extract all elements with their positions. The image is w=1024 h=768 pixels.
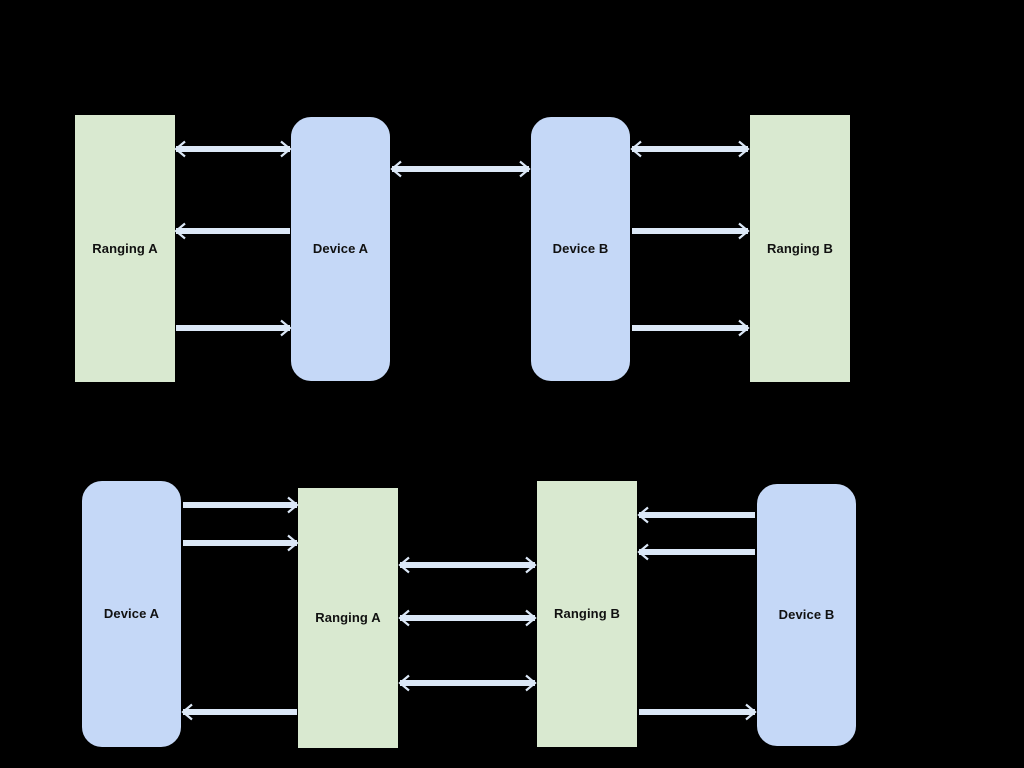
node-top-device-a[interactable]: Device A	[291, 117, 390, 381]
node-bot-ranging-b[interactable]: Ranging B	[537, 481, 637, 747]
connector-arrow	[398, 556, 537, 574]
connector-arrow	[183, 534, 299, 552]
connector-arrow	[398, 609, 537, 627]
node-bot-device-a[interactable]: Device A	[82, 481, 181, 747]
node-label: Ranging A	[92, 240, 158, 256]
node-label: Ranging B	[767, 240, 833, 256]
connector-arrow	[176, 319, 292, 337]
node-top-ranging-a[interactable]: Ranging A	[75, 115, 175, 382]
connector-arrow	[632, 222, 750, 240]
node-bot-ranging-a[interactable]: Ranging A	[298, 488, 398, 748]
connector-arrow	[639, 703, 757, 721]
node-label: Device B	[552, 241, 609, 257]
node-top-device-b[interactable]: Device B	[531, 117, 630, 381]
connector-arrow	[174, 140, 292, 158]
node-label: Ranging B	[554, 606, 620, 622]
node-label: Device B	[778, 607, 835, 623]
node-top-ranging-b[interactable]: Ranging B	[750, 115, 850, 382]
connector-arrow	[632, 319, 750, 337]
connector-arrow	[390, 160, 531, 178]
connector-arrow	[183, 496, 299, 514]
connector-arrow	[174, 222, 290, 240]
connector-arrow	[630, 140, 750, 158]
node-label: Ranging A	[315, 610, 381, 626]
connector-arrow	[398, 674, 537, 692]
connector-arrow	[181, 703, 297, 721]
node-label: Device A	[103, 606, 160, 622]
connector-arrow	[637, 543, 755, 561]
node-bot-device-b[interactable]: Device B	[757, 484, 856, 746]
connector-arrow	[637, 506, 755, 524]
node-label: Device A	[312, 241, 369, 257]
